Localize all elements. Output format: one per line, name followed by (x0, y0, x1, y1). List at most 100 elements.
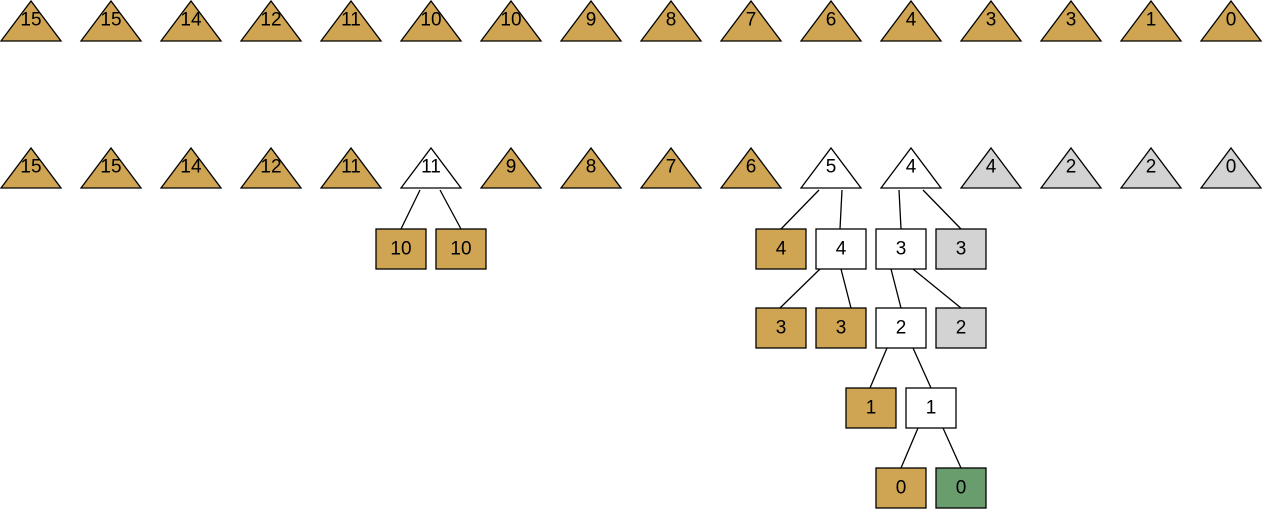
triangle-label: 15 (100, 10, 121, 31)
box-node: 3 (875, 228, 927, 270)
row1-triangle-node: 7 (719, 0, 783, 42)
row1-triangle-node: 15 (79, 0, 143, 42)
box-shape (815, 228, 867, 270)
triangle-shape (1119, 0, 1183, 42)
row2-triangle-node: 15 (79, 146, 143, 189)
tree-edge (839, 189, 843, 230)
triangle-shape (719, 0, 783, 42)
triangle-label: 4 (906, 157, 917, 178)
triangle-label: 9 (506, 157, 517, 178)
row2-triangle-node: 14 (159, 146, 223, 189)
box-label: 3 (776, 318, 787, 339)
triangle-label: 11 (341, 157, 361, 178)
triangle-shape (0, 146, 63, 189)
tree-edge (779, 268, 821, 309)
box-node: 3 (935, 228, 987, 270)
triangle-label: 10 (500, 10, 521, 31)
triangle-label: 1 (1146, 10, 1157, 31)
row1-triangle-node: 0 (1199, 0, 1262, 42)
box-shape (845, 387, 897, 429)
box-shape (905, 387, 957, 429)
row2-triangle-node: 4 (879, 146, 943, 189)
box-shape (875, 467, 927, 509)
triangle-shape (399, 146, 463, 189)
triangle-label: 0 (1226, 10, 1237, 31)
row2-triangle-node: 11 (319, 146, 383, 189)
box-label: 4 (776, 239, 787, 260)
triangle-shape (479, 0, 543, 42)
box-label: 2 (896, 318, 907, 339)
triangle-label: 15 (20, 157, 41, 178)
row2-triangle-node: 12 (239, 146, 303, 189)
box-shape (935, 228, 987, 270)
triangle-label: 9 (586, 10, 597, 31)
triangle-label: 11 (421, 157, 441, 178)
triangle-shape (319, 0, 383, 42)
box-node: 0 (935, 467, 987, 509)
box-label: 4 (836, 239, 847, 260)
triangle-label: 15 (100, 157, 121, 178)
triangle-shape (319, 146, 383, 189)
box-node: 0 (875, 467, 927, 509)
row1-triangle-node: 3 (1039, 0, 1103, 42)
box-label: 3 (956, 239, 967, 260)
box-shape (935, 467, 987, 509)
box-shape (435, 228, 487, 270)
tree-edge (898, 189, 902, 230)
box-node: 3 (755, 307, 807, 349)
row1-triangle-node: 12 (239, 0, 303, 42)
triangle-shape (79, 0, 143, 42)
tree-edge (912, 268, 962, 309)
triangle-label: 4 (986, 157, 997, 178)
row1-triangle-node: 11 (319, 0, 383, 42)
triangle-shape (79, 146, 143, 189)
triangle-label: 3 (1066, 10, 1077, 31)
tree-edge (439, 189, 462, 230)
row2-triangle-node: 0 (1199, 146, 1262, 189)
row2-triangle-node: 2 (1039, 146, 1103, 189)
triangle-label: 3 (986, 10, 997, 31)
row2-triangle-node: 15 (0, 146, 63, 189)
box-shape (755, 307, 807, 349)
box-label: 3 (896, 239, 907, 260)
row1-triangle-node: 8 (639, 0, 703, 42)
triangle-label: 2 (1146, 157, 1157, 178)
triangle-label: 0 (1226, 157, 1237, 178)
row2-triangle-node: 11 (399, 146, 463, 189)
box-node: 10 (375, 228, 427, 270)
tree-edge (900, 427, 919, 469)
triangle-shape (719, 146, 783, 189)
triangle-label: 12 (260, 10, 281, 31)
tree-edge (400, 189, 421, 230)
box-shape (875, 228, 927, 270)
box-shape (935, 307, 987, 349)
row1-triangle-node: 14 (159, 0, 223, 42)
triangle-shape (1119, 146, 1183, 189)
row1-triangle-node: 15 (0, 0, 63, 42)
triangle-label: 6 (746, 157, 757, 178)
triangle-shape (1039, 146, 1103, 189)
triangle-shape (1039, 0, 1103, 42)
triangle-label: 4 (906, 10, 917, 31)
row1-triangle-node: 10 (399, 0, 463, 42)
box-label: 10 (450, 239, 471, 260)
triangle-shape (959, 0, 1023, 42)
tree-edge (912, 347, 932, 389)
triangle-shape (639, 0, 703, 42)
row2-triangle-node: 7 (639, 146, 703, 189)
triangle-shape (1199, 146, 1262, 189)
tree-edge (922, 189, 962, 230)
box-node: 2 (875, 307, 927, 349)
triangle-shape (879, 146, 943, 189)
box-label: 0 (956, 478, 967, 499)
triangle-shape (159, 146, 223, 189)
row1-triangle-node: 10 (479, 0, 543, 42)
triangle-shape (799, 0, 863, 42)
triangle-shape (559, 146, 623, 189)
triangle-shape (479, 146, 543, 189)
triangle-shape (559, 0, 623, 42)
row1-triangle-node: 4 (879, 0, 943, 42)
triangle-label: 14 (180, 157, 202, 178)
